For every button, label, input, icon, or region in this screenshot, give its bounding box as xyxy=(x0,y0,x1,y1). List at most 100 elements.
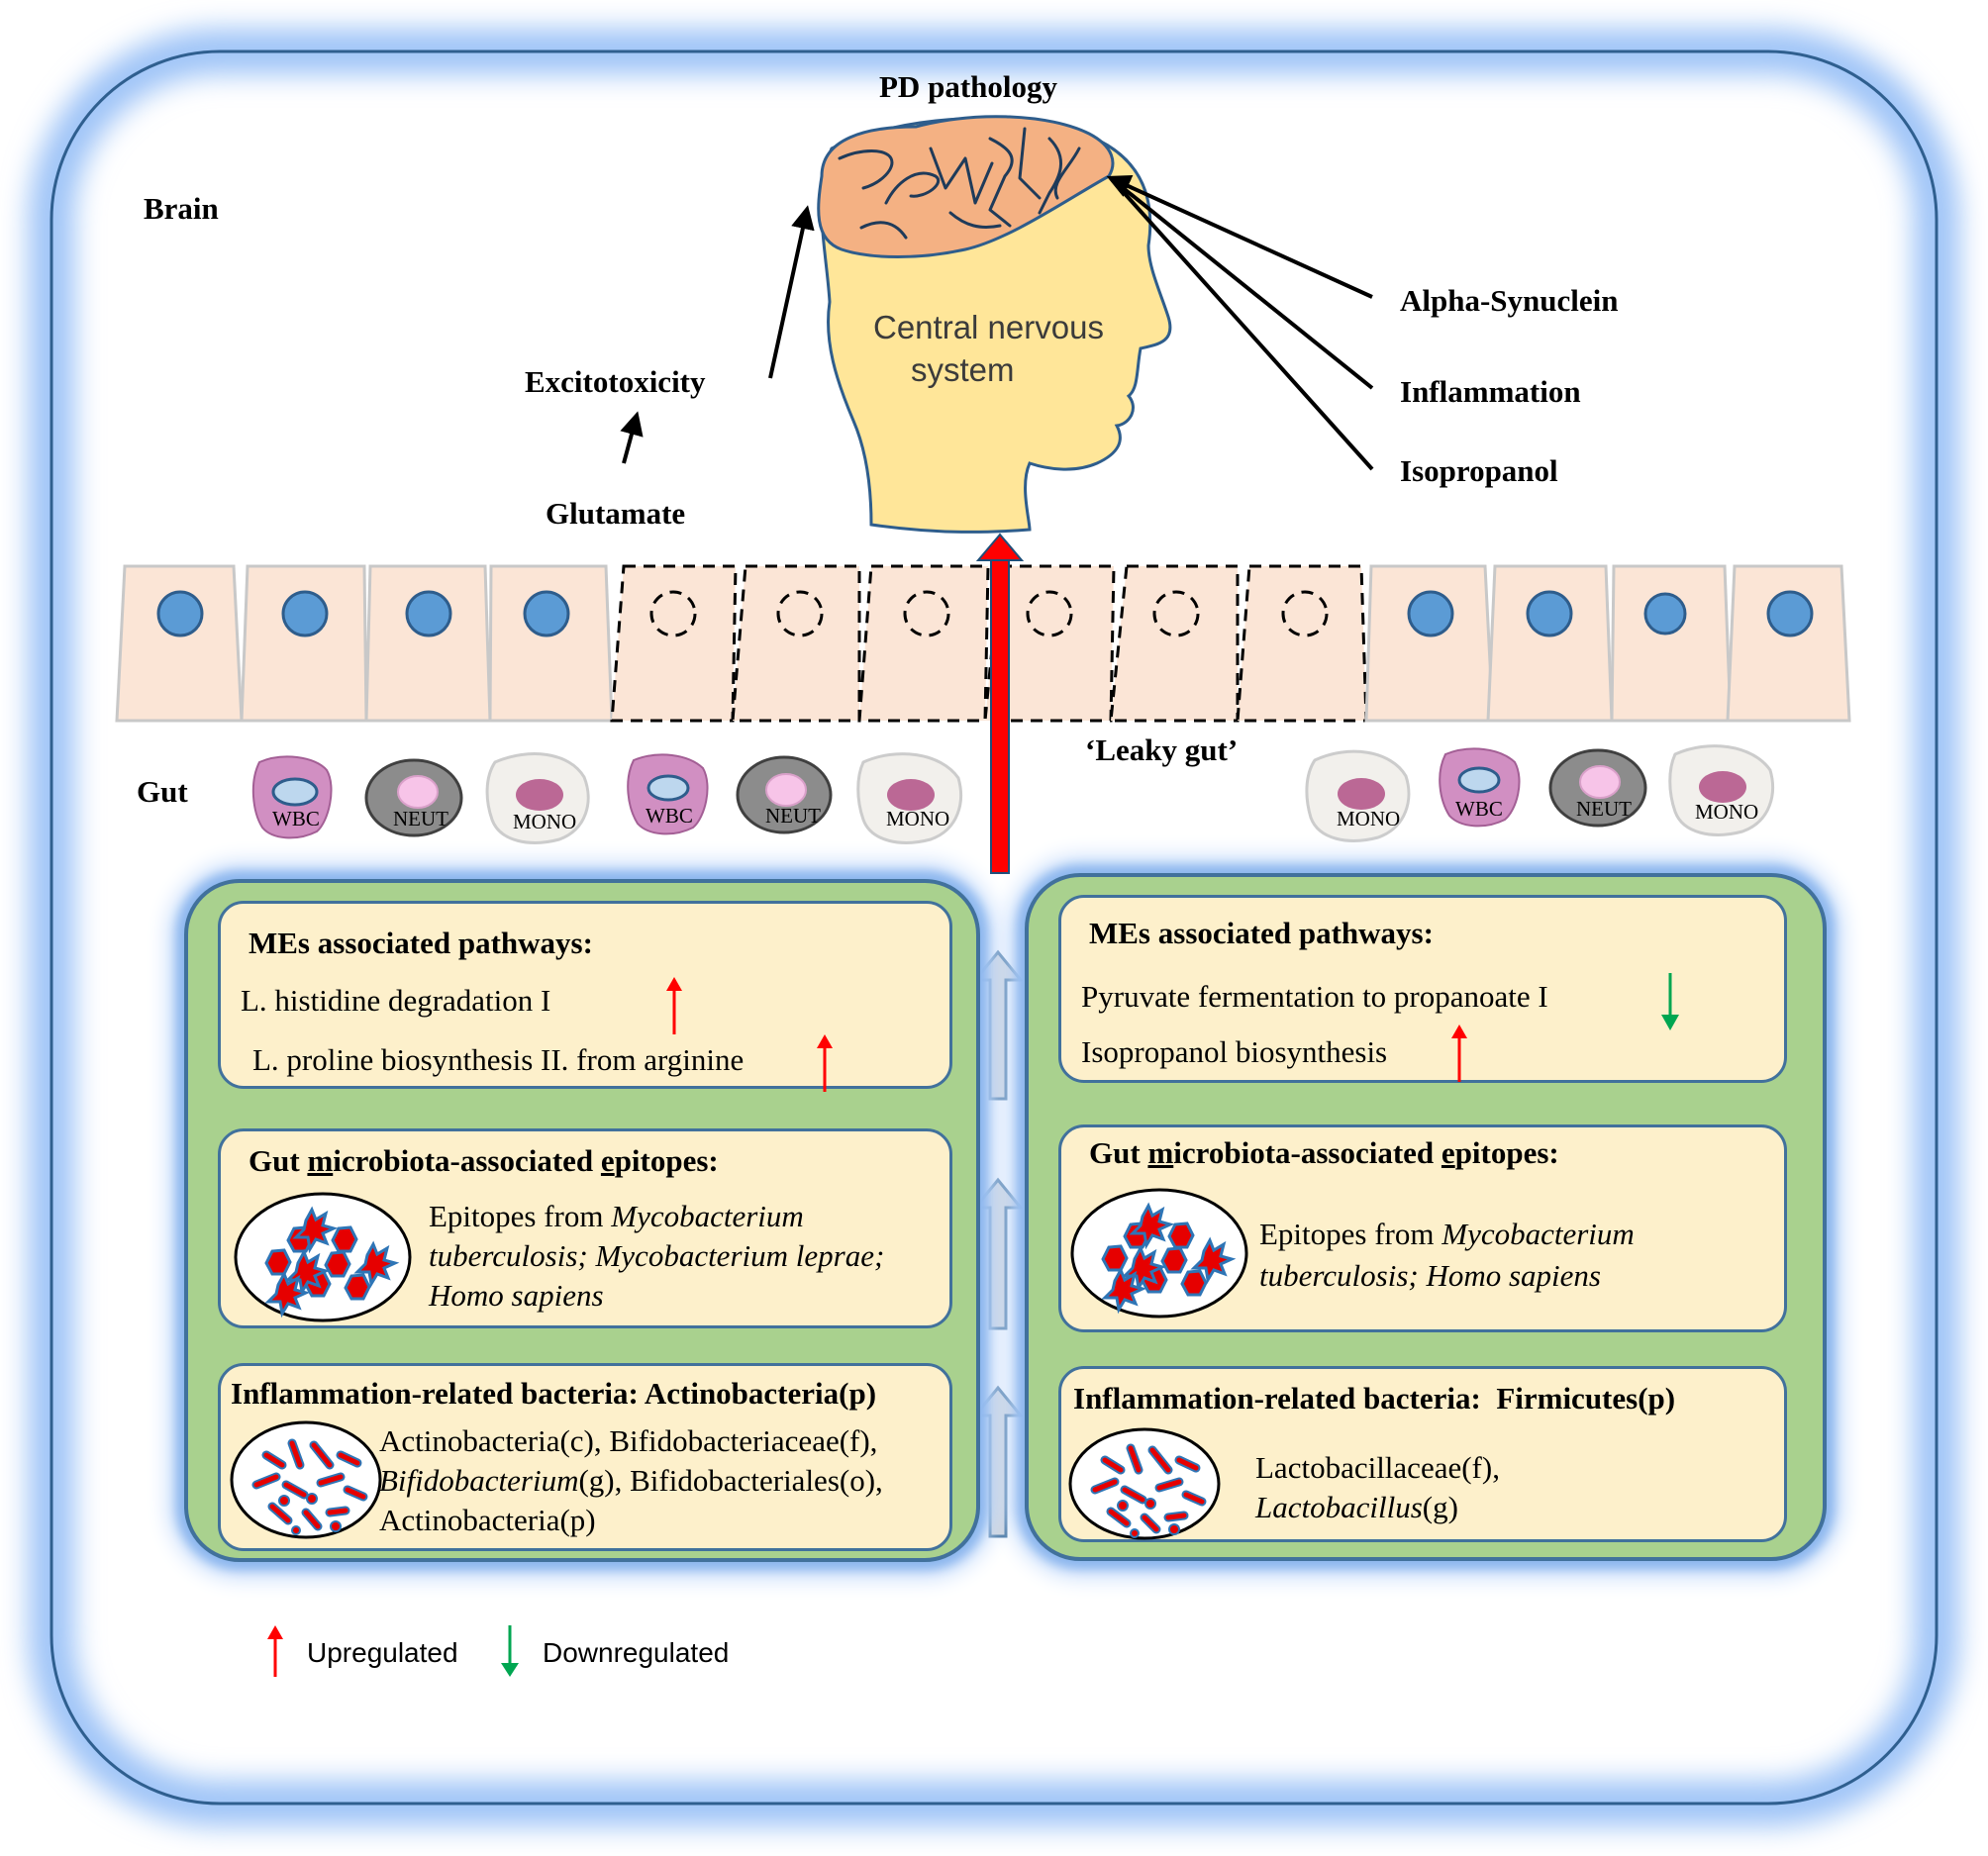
grey-up-arrows xyxy=(971,949,1025,1538)
neut-label: NEUT xyxy=(765,804,821,828)
left-panel: MEs associated pathways: L. histidine de… xyxy=(184,879,980,1562)
epithelial-layer xyxy=(115,564,1851,723)
left-epitopes-line-1: Epitopes from Mycobacterium xyxy=(429,1199,804,1233)
left-epitopes-title: Gut microbiota-associated epitopes: xyxy=(248,1143,719,1178)
neut-label: NEUT xyxy=(1576,797,1632,821)
epithelial-cell xyxy=(364,564,492,723)
mono-label: MONO xyxy=(886,807,950,830)
damaged-cell xyxy=(1109,564,1240,723)
wbc-nucleus xyxy=(271,777,319,807)
epithelial-cell xyxy=(1610,564,1733,723)
damaged-nucleus xyxy=(903,590,950,637)
immune-cells xyxy=(251,744,1774,844)
damaged-nucleus xyxy=(776,590,824,637)
up-arrow-icon xyxy=(1451,1025,1467,1082)
right-bacteria-box: Inflammation-related bacteria: Firmicute… xyxy=(1058,1366,1787,1542)
epitopes-illustration xyxy=(1070,1188,1248,1319)
wbc-label: WBC xyxy=(1455,797,1503,821)
excitotoxicity-label: Excitotoxicity xyxy=(525,364,706,399)
epithelial-cell xyxy=(488,564,614,723)
right-pathways-box: MEs associated pathways: Pyruvate fermen… xyxy=(1058,895,1787,1083)
leaky-gut-arrow xyxy=(975,533,1025,874)
left-epitopes-line-3: Homo sapiens xyxy=(429,1278,604,1313)
brain-label: Brain xyxy=(144,191,219,226)
brain-gyri xyxy=(838,127,1081,240)
damaged-nucleus xyxy=(1152,590,1200,637)
mono-label: MONO xyxy=(513,810,577,833)
epithelial-cell xyxy=(115,564,244,723)
up-arrow-icon xyxy=(817,1034,833,1092)
down-arrow-icon xyxy=(501,1625,519,1677)
epitopes-illustration xyxy=(234,1192,412,1322)
damaged-cell xyxy=(731,564,861,723)
neut-nucleus xyxy=(1579,765,1621,799)
left-bacteria-box: Inflammation-related bacteria: Actinobac… xyxy=(218,1363,952,1551)
mono-nucleus xyxy=(1699,771,1746,803)
legend: Upregulated Downregulated xyxy=(265,1623,780,1679)
arrow-inflammation xyxy=(1109,176,1374,390)
right-epitopes-box: Gut microbiota-associated epitopes: Epit… xyxy=(1058,1124,1787,1332)
left-pathway-1: L. histidine degradation I xyxy=(241,983,551,1018)
alpha-synuclein-label: Alpha-Synuclein xyxy=(1400,283,1619,318)
damaged-cell xyxy=(1236,564,1368,723)
down-arrow-icon xyxy=(1661,973,1679,1030)
epithelial-cell xyxy=(1726,564,1851,723)
left-epitopes-box: Gut microbiota-associated epitopes: Epit… xyxy=(218,1128,952,1328)
right-pathways-title: MEs associated pathways: xyxy=(1089,916,1434,950)
left-bacteria-title: Inflammation-related bacteria: Actinobac… xyxy=(231,1376,877,1411)
left-epitopes-line-2: tuberculosis; Mycobacterium leprae; xyxy=(429,1238,885,1273)
cns-label-line2: system xyxy=(911,351,1015,388)
wbc-nucleus xyxy=(646,774,690,802)
left-bacteria-line-2: Bifidobacterium(g), Bifidobacteriales(o)… xyxy=(379,1463,883,1498)
legend-upregulated: Upregulated xyxy=(307,1637,458,1668)
isopropanol-label: Isopropanol xyxy=(1400,453,1558,488)
epithelial-cell xyxy=(1364,564,1495,723)
arrow-excitotoxicity xyxy=(768,205,815,379)
neut-label: NEUT xyxy=(393,807,448,830)
damaged-nucleus xyxy=(1281,590,1329,637)
cell-nucleus xyxy=(405,590,452,637)
leaky-gut-label: ‘Leaky gut’ xyxy=(1085,733,1239,767)
cell-nucleus xyxy=(281,590,329,637)
right-pathway-1: Pyruvate fermentation to propanoate I xyxy=(1081,979,1548,1014)
wbc-label: WBC xyxy=(646,804,693,828)
epithelial-cell xyxy=(240,564,368,723)
cell-nucleus xyxy=(156,590,204,637)
mono-nucleus xyxy=(887,779,935,811)
neut-nucleus xyxy=(765,773,807,807)
cell-nucleus xyxy=(1407,590,1454,637)
damaged-cell xyxy=(610,564,738,723)
mono-label: MONO xyxy=(1337,807,1401,830)
right-bacteria-line-2: Lactobacillus(g) xyxy=(1255,1490,1458,1524)
wbc-label: WBC xyxy=(272,807,320,830)
right-epitopes-line-1: Epitopes from Mycobacterium xyxy=(1259,1217,1635,1251)
arrow-alpha-synuclein xyxy=(1106,175,1373,299)
legend-downregulated: Downregulated xyxy=(543,1637,730,1668)
arrow-isopropanol xyxy=(1109,176,1374,471)
right-epitopes-title: Gut microbiota-associated epitopes: xyxy=(1089,1135,1559,1170)
left-pathways-title: MEs associated pathways: xyxy=(248,926,593,960)
up-arrow-icon xyxy=(666,977,682,1034)
cns-label-line1: Central nervous xyxy=(873,309,1104,345)
up-arrow-icon xyxy=(267,1625,283,1677)
right-pathway-2: Isopropanol biosynthesis xyxy=(1081,1034,1388,1069)
inflammation-label: Inflammation xyxy=(1400,374,1581,409)
left-pathways-box: MEs associated pathways: L. histidine de… xyxy=(218,901,952,1092)
arrow-glutamate xyxy=(620,411,644,464)
right-bacteria-line-1: Lactobacillaceae(f), xyxy=(1255,1450,1500,1485)
damaged-cell xyxy=(857,564,990,723)
cell-nucleus xyxy=(523,590,570,637)
cell-nucleus xyxy=(1526,590,1573,637)
cell-nucleus xyxy=(1766,590,1814,637)
epithelial-cell xyxy=(1486,564,1614,723)
left-pathway-2: L. proline biosynthesis II. from arginin… xyxy=(252,1042,745,1077)
mono-label: MONO xyxy=(1695,800,1759,824)
outer-frame xyxy=(50,49,1938,1806)
glutamate-label: Glutamate xyxy=(546,496,686,531)
neut-nucleus xyxy=(397,775,439,809)
left-bacteria-line-1: Actinobacteria(c), Bifidobacteriaceae(f)… xyxy=(379,1423,878,1458)
right-panel: MEs associated pathways: Pyruvate fermen… xyxy=(1025,873,1827,1561)
mono-nucleus xyxy=(1338,778,1385,810)
